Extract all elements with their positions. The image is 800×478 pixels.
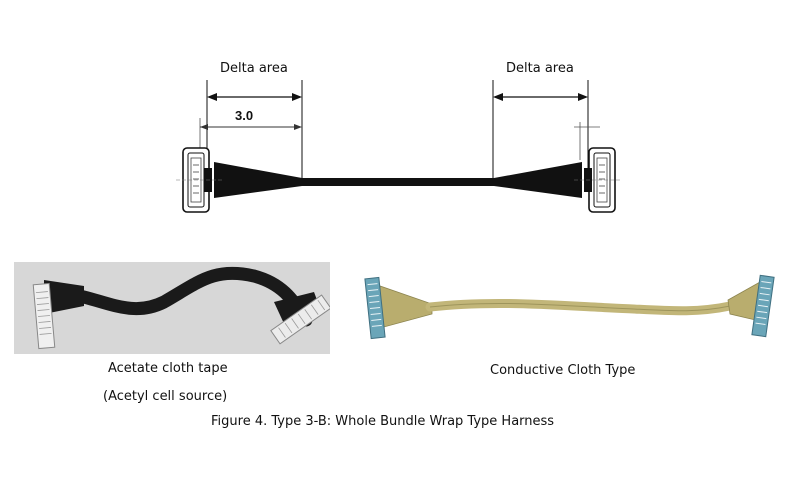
left-delta-taper (214, 162, 302, 198)
figure-caption: Figure 4. Type 3-B: Whole Bundle Wrap Ty… (211, 414, 555, 429)
right-delta-arrow-right (578, 93, 588, 101)
right-delta-arrow-left (493, 93, 503, 101)
harness-drawing (176, 80, 622, 213)
left-caption-line1: Acetate cloth tape (108, 361, 228, 376)
left-caption-line2: (Acetyl cell source) (103, 389, 228, 404)
cable-center (300, 178, 496, 186)
left-delta-area-label: Delta area (220, 61, 288, 76)
dimension-value-label: 3.0 (235, 108, 254, 123)
right-caption: Conductive Cloth Type (490, 363, 636, 378)
right-delta-taper (494, 162, 582, 198)
left-delta-arrow-right (292, 93, 302, 101)
left-delta-arrow-left (207, 93, 217, 101)
dim30-arrow-left (200, 124, 208, 130)
left-connector-drawing (176, 147, 222, 213)
dim30-arrow-right (294, 124, 302, 130)
acetate-cable-photo (14, 262, 330, 354)
right-delta-area-label: Delta area (506, 61, 574, 76)
right-connector-drawing (574, 147, 622, 213)
conductive-cloth-cable-photo (352, 272, 784, 344)
